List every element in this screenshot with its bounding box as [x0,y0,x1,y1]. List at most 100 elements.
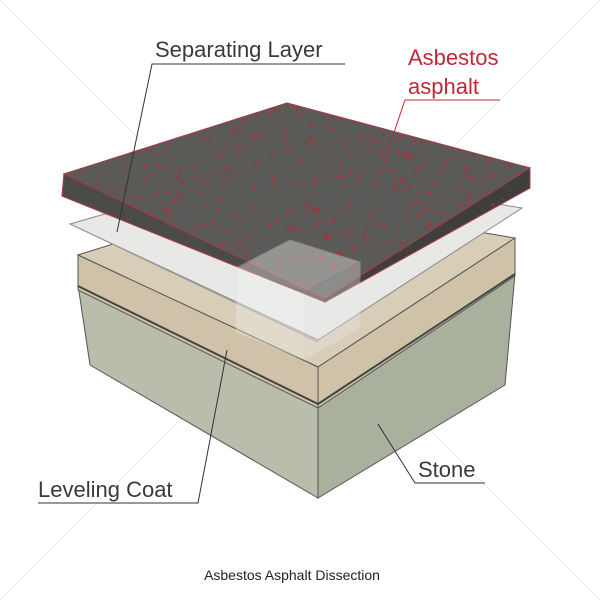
asphalt-speckle [343,198,346,200]
asphalt-speckle [114,133,119,137]
stone-label: Stone [418,457,476,482]
asphalt-speckle [380,152,385,157]
asphalt-speckle [394,147,397,150]
asphalt-speckle [328,144,331,147]
asphalt-speckle [187,224,189,226]
asphalt-speckle [322,104,325,106]
asphalt-speckle [206,178,209,181]
asphalt-speckle [403,188,407,192]
asphalt-speckle [162,207,166,211]
asphalt-speckle [288,207,292,210]
asphalt-speckle [530,231,532,233]
asphalt-speckle [146,143,148,145]
asphalt-speckle [514,283,519,287]
asphalt-speckle [287,262,290,264]
asphalt-speckle [405,242,409,245]
asphalt-speckle [306,143,309,146]
asphalt-speckle [289,283,291,285]
asphalt-speckle [401,243,406,246]
asphalt-speckle [153,194,158,198]
asphalt-speckle [367,211,370,214]
asphalt-speckle [147,148,153,152]
asphalt-speckle [293,230,296,232]
asphalt-speckle [295,162,299,165]
asphalt-speckle [423,179,426,182]
asphalt-speckle [425,223,430,227]
asphalt-speckle [275,100,278,102]
asphalt-speckle [529,264,530,267]
asphalt-speckle [356,189,359,190]
asphalt-speckle [336,110,341,113]
asphalt-speckle [264,127,266,129]
asphalt-speckle [176,197,179,200]
asphalt-speckle [290,180,294,184]
asphalt-speckle [127,141,130,143]
asphalt-speckle [215,171,220,174]
asphalt-speckle [427,207,430,209]
asphalt-speckle [268,222,272,227]
asphalt-speckle [250,144,253,146]
asphalt-speckle [224,103,228,105]
asphalt-speckle [250,137,253,139]
asphalt-speckle [473,141,476,144]
asphalt-speckle [114,155,116,157]
asphalt-speckle [68,222,70,224]
asphalt-speckle [533,149,535,150]
asphalt-speckle [150,209,153,211]
asphalt-speckle [81,191,83,192]
asphalt-speckle [411,125,414,128]
asphalt-speckle [375,148,378,151]
asphalt-speckle [245,236,249,239]
asphalt-speckle [246,110,249,111]
asphalt-speckle [348,202,352,206]
asphalt-speckle [289,237,292,240]
asphalt-speckle [473,136,477,139]
asphalt-speckle [266,134,269,136]
asphalt-speckle [508,158,513,163]
asphalt-speckle [380,208,383,210]
asphalt-speckle [270,152,275,156]
asphalt-speckle [531,163,534,166]
asphalt-speckle [75,238,78,241]
asphalt-speckle [427,206,430,208]
asphalt-speckle [435,194,437,196]
asphalt-speckle [319,269,321,271]
asphalt-speckle [85,103,90,104]
asphalt-speckle [372,114,374,116]
asphalt-speckle [235,245,239,248]
asphalt-speckle [220,238,223,240]
asphalt-speckle [226,163,229,166]
asphalt-speckle [414,201,419,204]
asphalt-speckle [154,154,158,158]
asphalt-speckle [158,137,163,141]
asphalt-speckle [298,124,301,126]
asphalt-speckle [64,256,65,259]
asphalt-speckle [243,104,246,106]
asphalt-speckle [263,134,266,137]
asphalt-speckle [378,226,381,229]
asphalt-speckle [205,136,210,141]
asphalt-speckle [417,167,421,171]
asphalt-speckle [242,250,244,252]
asphalt-speckle [290,253,295,259]
asphalt-speckle [63,279,67,282]
asphalt-speckle [70,295,74,298]
asphalt-speckle [391,185,394,189]
asphalt-speckle [209,103,212,104]
asphalt-speckle [120,134,125,139]
asphalt-speckle [385,189,387,191]
asphalt-speckle [518,283,522,288]
asphalt-speckle [318,276,321,279]
asphalt-speckle [157,126,159,129]
asphalt-speckle [389,116,394,122]
asphalt-speckle [72,143,77,146]
asphalt-speckle [81,250,84,252]
asphalt-speckle [329,136,331,138]
asphalt-speckle [101,136,106,141]
asphalt-speckle [466,157,468,159]
asphalt-speckle [95,113,98,115]
asphalt-speckle [107,189,111,192]
asphalt-speckle [357,137,360,140]
asphalt-speckle [99,183,101,185]
asphalt-speckle [304,198,309,202]
